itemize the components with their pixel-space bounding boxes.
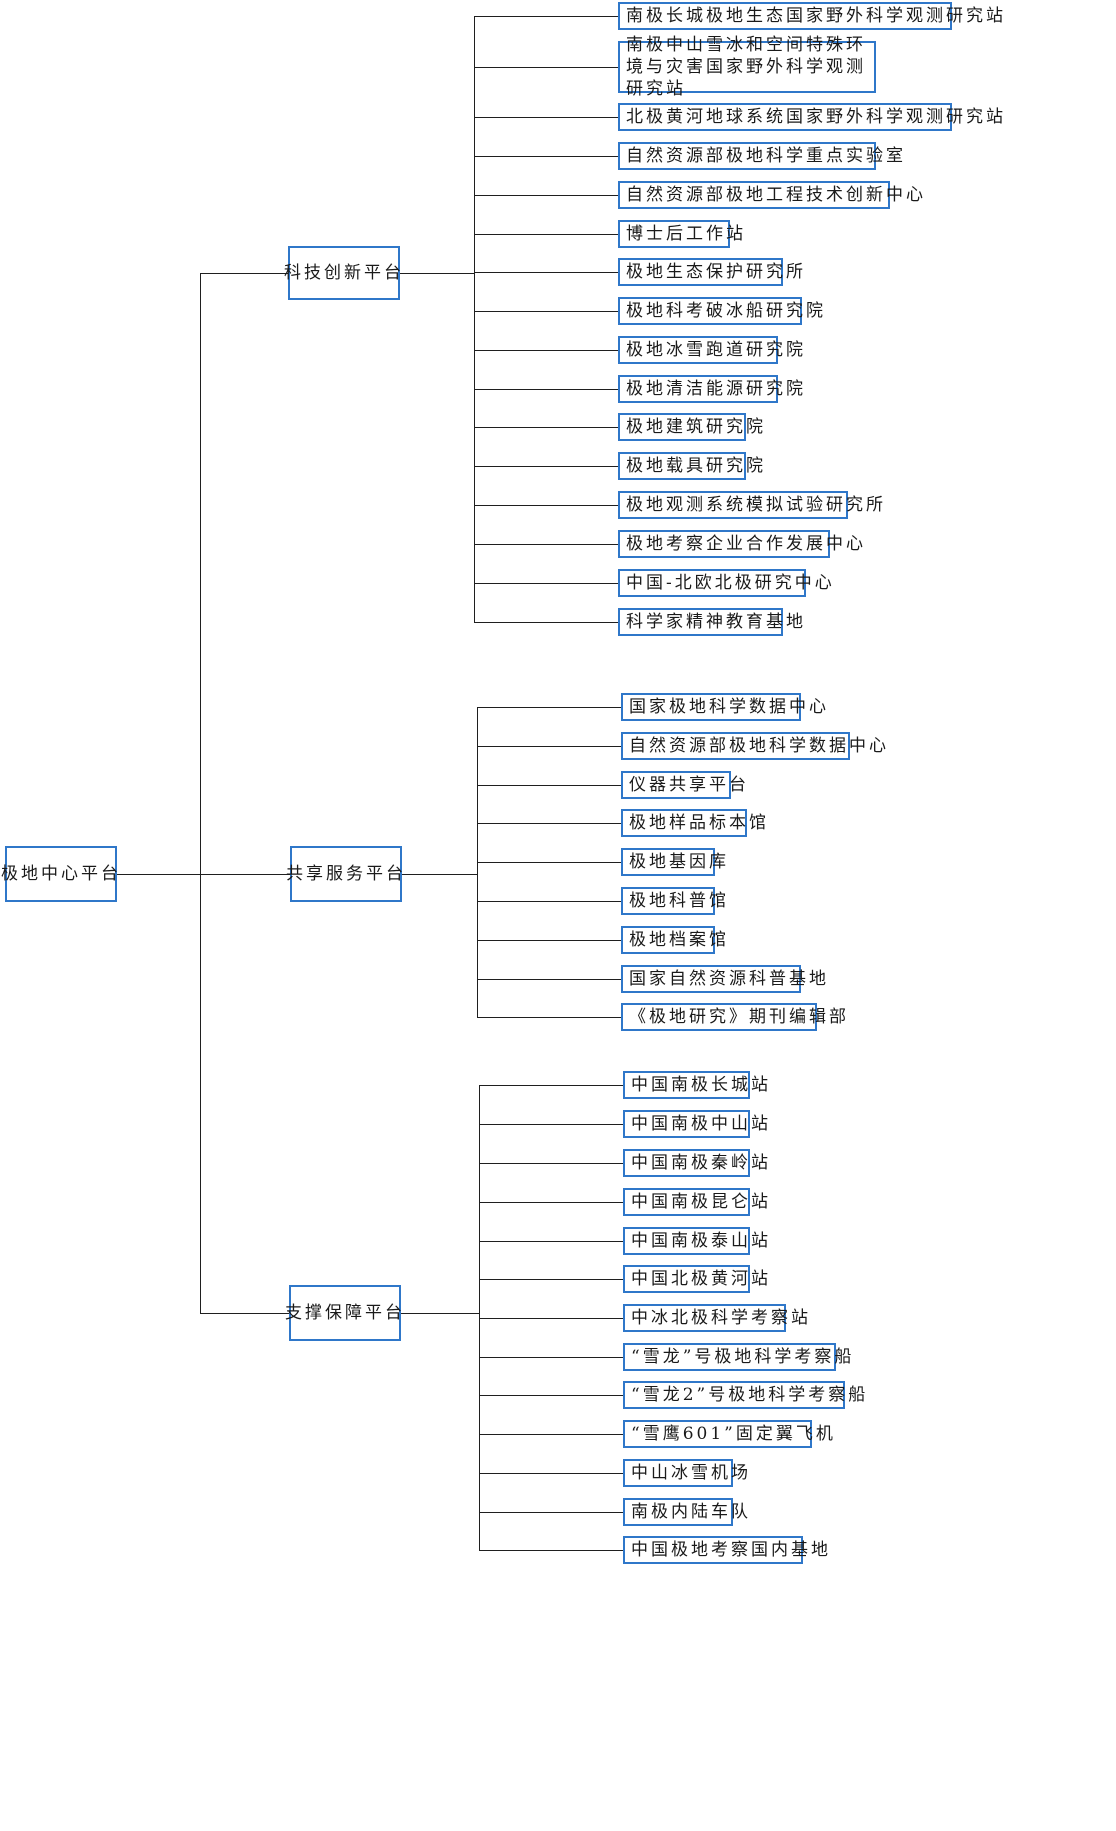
- item-connector: [479, 1434, 623, 1435]
- item-connector: [474, 350, 618, 351]
- item-node: 极地样品标本馆: [621, 809, 766, 837]
- platform-node: 科技创新平台: [284, 246, 401, 300]
- item-node: 极地生态保护研究所: [618, 258, 803, 286]
- item-node: 自然资源部极地科学重点实验室: [618, 142, 903, 170]
- item-node: 自然资源部极地科学数据中心: [621, 732, 886, 760]
- item-connector: [479, 1202, 623, 1203]
- item-connector: [477, 901, 621, 902]
- item-node: 中国南极长城站: [623, 1071, 768, 1099]
- item-connector: [474, 67, 618, 68]
- item-node: 中国南极泰山站: [623, 1227, 768, 1255]
- item-node: 极地冰雪跑道研究院: [618, 336, 803, 364]
- main-trunk-line: [200, 273, 201, 1314]
- item-node: 极地基因库: [621, 848, 726, 876]
- item-node: 中国北极黄河站: [623, 1265, 768, 1293]
- item-node: 极地科考破冰船研究院: [618, 297, 823, 325]
- item-node: 国家自然资源科普基地: [621, 965, 826, 993]
- item-connector: [477, 785, 621, 786]
- item-connector: [479, 1550, 623, 1551]
- item-connector: [474, 505, 618, 506]
- platform-connector: [200, 1313, 289, 1314]
- item-node: 国家极地科学数据中心: [621, 693, 826, 721]
- platform-connector: [200, 874, 290, 875]
- platform-bus-connector: [400, 273, 474, 274]
- item-connector: [477, 707, 621, 708]
- item-node: 极地清洁能源研究院: [618, 375, 803, 403]
- item-node: 南极长城极地生态国家野外科学观测研究站: [618, 2, 1003, 30]
- item-node: 中冰北极科学考察站: [623, 1304, 808, 1332]
- root-connector: [117, 874, 200, 875]
- item-connector: [474, 427, 618, 428]
- item-node: 自然资源部极地工程技术创新中心: [618, 181, 923, 209]
- item-connector: [474, 195, 618, 196]
- item-connector: [479, 1279, 623, 1280]
- item-connector: [477, 746, 621, 747]
- item-connector: [479, 1163, 623, 1164]
- item-connector: [474, 622, 618, 623]
- item-connector: [474, 156, 618, 157]
- item-connector: [479, 1357, 623, 1358]
- item-connector: [477, 979, 621, 980]
- item-connector: [479, 1241, 623, 1242]
- item-connector: [474, 272, 618, 273]
- item-connector: [474, 234, 618, 235]
- item-connector: [479, 1124, 623, 1125]
- item-node: 南极内陆车队: [623, 1498, 748, 1526]
- platform-bus-connector: [402, 874, 477, 875]
- item-connector: [477, 940, 621, 941]
- item-node: 中国-北欧北极研究中心: [618, 569, 832, 597]
- item-node: 极地档案馆: [621, 926, 726, 954]
- item-connector: [477, 823, 621, 824]
- item-connector: [474, 311, 618, 312]
- item-node: 极地载具研究院: [618, 452, 763, 480]
- item-node: 中国南极昆仑站: [623, 1188, 768, 1216]
- item-node: 中国南极中山站: [623, 1110, 768, 1138]
- platform-connector: [200, 273, 288, 274]
- item-connector: [477, 862, 621, 863]
- item-connector: [474, 466, 618, 467]
- item-node: 极地科普馆: [621, 887, 726, 915]
- item-connector: [479, 1395, 623, 1396]
- item-node: 《极地研究》期刊编辑部: [621, 1003, 846, 1031]
- item-connector: [477, 1017, 621, 1018]
- item-node: 仪器共享平台: [621, 771, 746, 799]
- item-node: “雪龙”号极地科学考察船: [623, 1343, 851, 1371]
- item-node: 北极黄河地球系统国家野外科学观测研究站: [618, 103, 1003, 131]
- item-connector: [479, 1473, 623, 1474]
- root-node: 极地中心平台: [1, 846, 118, 902]
- item-node: 中国南极秦岭站: [623, 1149, 768, 1177]
- item-connector: [474, 544, 618, 545]
- branch-bus-line: [474, 16, 475, 623]
- item-node: 中山冰雪机场: [623, 1459, 748, 1487]
- platform-node: 支撑保障平台: [285, 1285, 402, 1341]
- item-node: 极地建筑研究院: [618, 413, 763, 441]
- platform-bus-connector: [401, 1313, 479, 1314]
- item-connector: [479, 1512, 623, 1513]
- item-node: 极地考察企业合作发展中心: [618, 530, 863, 558]
- item-node: 中国极地考察国内基地: [623, 1536, 828, 1564]
- item-connector: [474, 117, 618, 118]
- item-node: 极地观测系统模拟试验研究所: [618, 491, 883, 519]
- item-connector: [479, 1085, 623, 1086]
- item-node: 南极中山雪冰和空间特殊环境与灾害国家野外科学观测研究站: [618, 35, 876, 99]
- item-connector: [474, 16, 618, 17]
- item-node: 博士后工作站: [618, 220, 743, 248]
- item-node: “雪龙2”号极地科学考察船: [623, 1381, 865, 1409]
- platform-node: 共享服务平台: [286, 846, 403, 902]
- item-connector: [474, 389, 618, 390]
- item-node: 科学家精神教育基地: [618, 608, 803, 636]
- item-node: “雪鹰601”固定翼飞机: [623, 1420, 833, 1448]
- item-connector: [479, 1318, 623, 1319]
- item-connector: [474, 583, 618, 584]
